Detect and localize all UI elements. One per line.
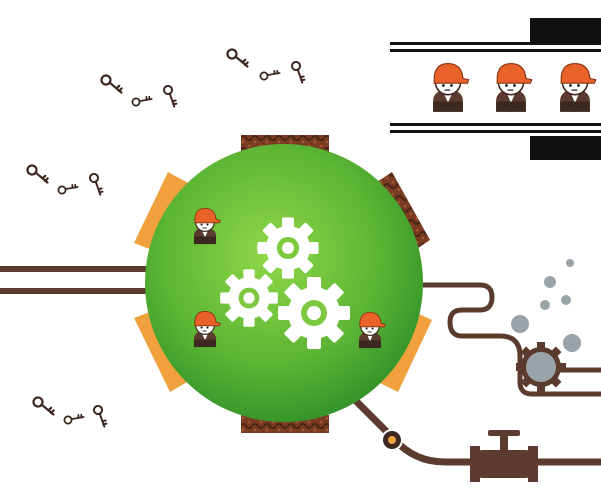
bubble-icon [566, 259, 574, 267]
orange-panel-top-left [134, 172, 192, 253]
gear-icon [220, 269, 278, 327]
key-icon [225, 46, 250, 71]
key-icon [25, 162, 50, 187]
bubble-icon [561, 295, 571, 305]
gear-icon [278, 277, 350, 349]
key-icon [84, 171, 109, 196]
key-icon [158, 83, 183, 108]
key-icon [62, 407, 85, 430]
worker-icon [495, 62, 533, 113]
key-group-top-left [99, 72, 183, 112]
green-circle [145, 144, 423, 422]
key-icon [88, 403, 113, 428]
key-group-bottom-left [31, 394, 113, 430]
bottom-pipe [347, 392, 601, 482]
bubble-icon [563, 334, 581, 352]
worker-icon [559, 62, 597, 113]
key-icon [258, 63, 281, 86]
key-icon [286, 59, 311, 84]
key-icon [130, 89, 153, 112]
key-icon [99, 72, 124, 97]
conveyor [390, 18, 601, 160]
key-group-top-center [225, 46, 311, 86]
bubble-icon [511, 315, 529, 333]
right-serpentine-pipe [420, 282, 601, 397]
left-pipes [0, 266, 150, 294]
gear-icon [257, 217, 319, 279]
valve-icon [470, 430, 538, 482]
key-group-left [25, 162, 109, 200]
key-icon [31, 394, 56, 419]
bubble-icon [540, 300, 550, 310]
bubbles [511, 259, 581, 352]
gray-gear-icon [516, 342, 566, 392]
key-icon [56, 177, 79, 200]
bubble-icon [544, 276, 556, 288]
worker-icon [432, 62, 470, 113]
